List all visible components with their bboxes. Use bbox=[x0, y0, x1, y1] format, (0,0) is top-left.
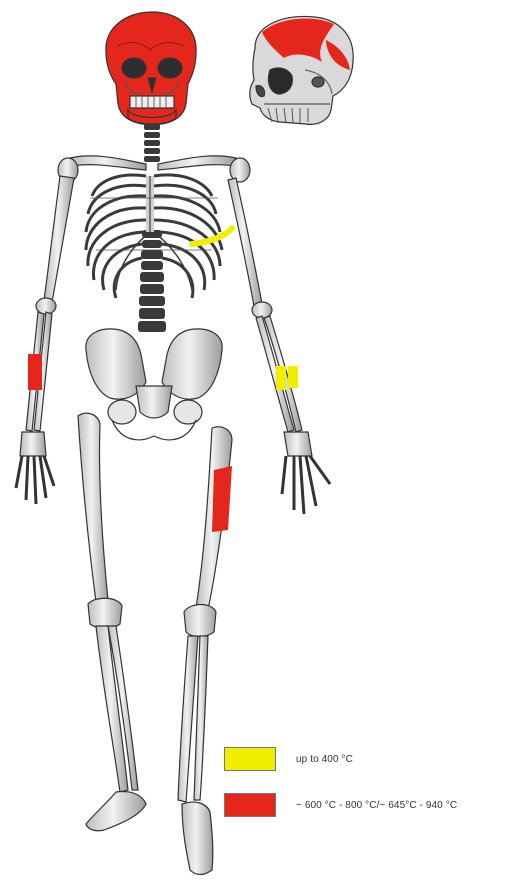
left-arm bbox=[16, 176, 74, 504]
right-arm bbox=[228, 178, 330, 514]
legend-swatch-red bbox=[224, 793, 276, 817]
legend-item-low: up to 400 °C bbox=[224, 744, 504, 774]
heated-forearm-low-a bbox=[276, 366, 286, 390]
heated-femur-high bbox=[212, 466, 232, 532]
legend-swatch-yellow bbox=[224, 747, 276, 771]
front-skull bbox=[106, 12, 196, 124]
left-leg bbox=[78, 413, 146, 831]
side-skull bbox=[250, 16, 353, 124]
legend-item-high: ~ 600 °C - 800 °C/~ 645°C - 940 °C bbox=[224, 790, 504, 820]
legend-label-high: ~ 600 °C - 800 °C/~ 645°C - 940 °C bbox=[296, 800, 457, 811]
legend: up to 400 °C ~ 600 °C - 800 °C/~ 645°C -… bbox=[224, 744, 504, 836]
heated-forearm-low-b bbox=[288, 366, 298, 388]
legend-label-low: up to 400 °C bbox=[296, 754, 353, 765]
pelvis bbox=[86, 329, 222, 440]
heated-forearm-high bbox=[28, 354, 42, 390]
